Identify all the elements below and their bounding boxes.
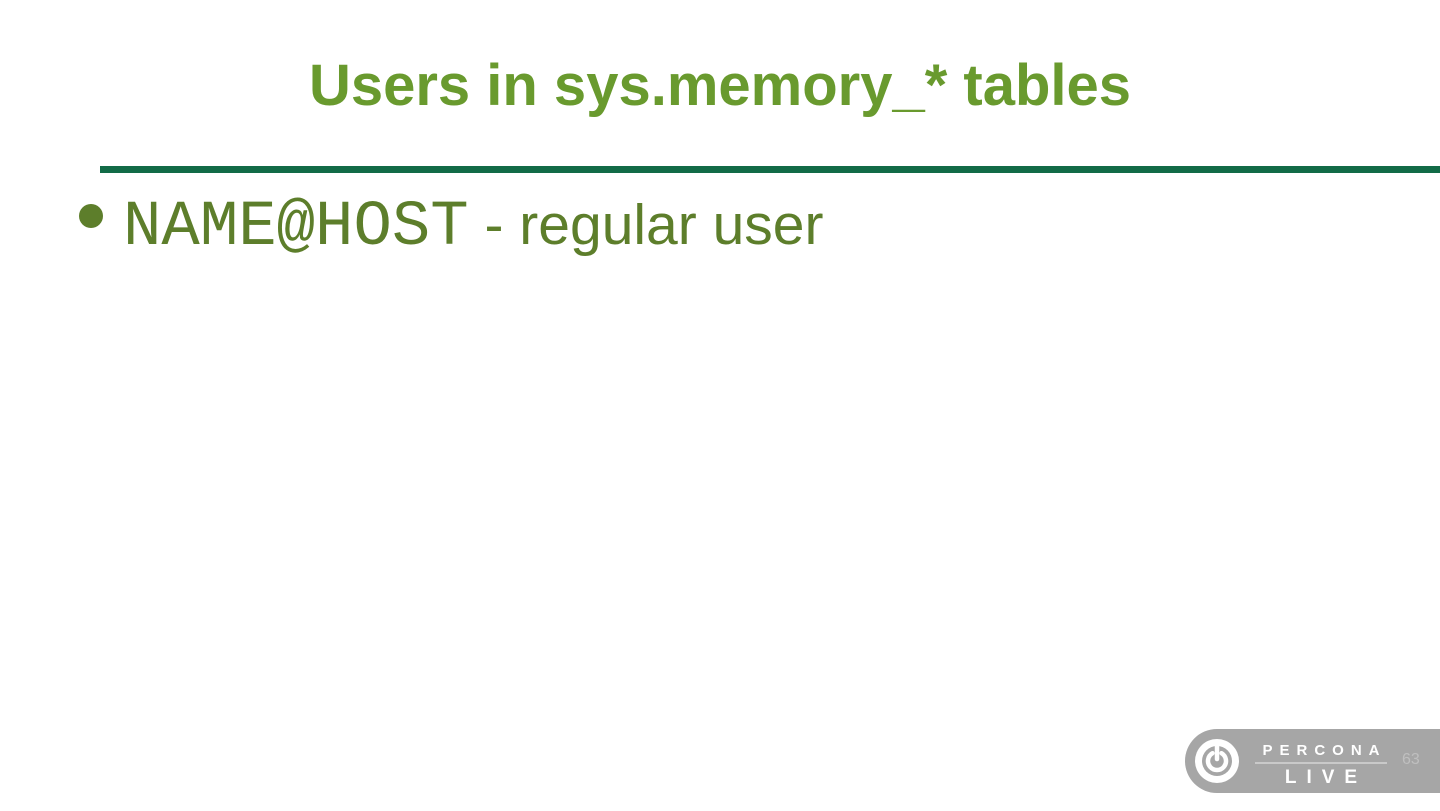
percona-live-logo: PERCONA LIVE [1185,729,1440,793]
bullet-dot-icon [79,204,103,228]
bullet-item: NAME@HOST - regular user [79,196,823,260]
logo-line2-label: LIVE [1284,767,1368,788]
page-number: 63 [1402,751,1420,768]
percona-live-wordmark: PERCONA LIVE [1255,742,1387,789]
power-icon [1195,739,1239,783]
logo-line1-label: PERCONA [1262,742,1387,759]
logo-divider-line [1255,762,1387,764]
bullet-code-text: NAME@HOST [123,192,469,264]
bullet-description-text: - regular user [468,193,824,257]
slide-title: Users in sys.memory_* tables [308,53,1132,118]
title-divider-rule [100,166,1440,173]
